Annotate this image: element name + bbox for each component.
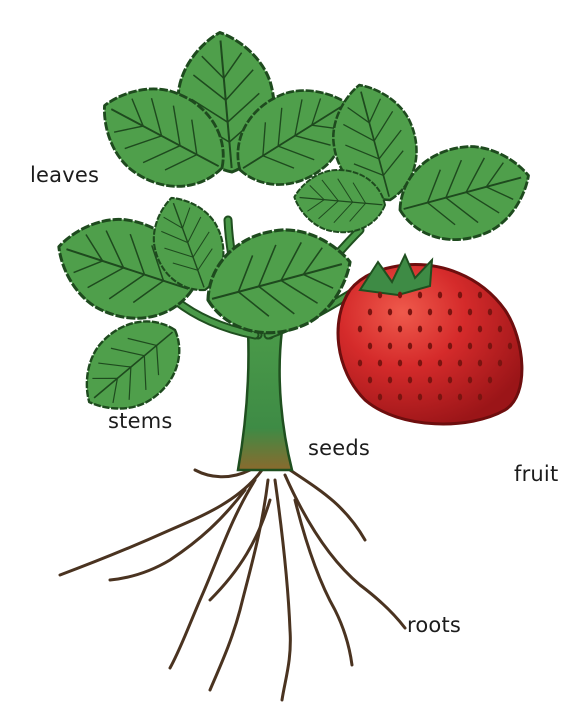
- seed-dot: [388, 343, 392, 350]
- seed-dot: [488, 377, 492, 384]
- seed-dot: [478, 394, 482, 401]
- seed-dot: [378, 326, 382, 333]
- seed-dot: [468, 309, 472, 316]
- label-fruit: fruit: [514, 462, 558, 486]
- seed-dot: [448, 309, 452, 316]
- seed-dot: [458, 326, 462, 333]
- seed-dot: [478, 360, 482, 367]
- seed-dot: [428, 377, 432, 384]
- seed-dot: [498, 326, 502, 333]
- seed-dot: [468, 343, 472, 350]
- seed-dot: [368, 343, 372, 350]
- label-leaves: leaves: [30, 163, 99, 187]
- seed-dot: [398, 326, 402, 333]
- seed-dot: [488, 309, 492, 316]
- label-stems: stems: [108, 409, 173, 433]
- seed-dot: [458, 394, 462, 401]
- seed-dot: [378, 394, 382, 401]
- seed-dot: [388, 309, 392, 316]
- seed-dot: [368, 377, 372, 384]
- seed-dot: [478, 292, 482, 299]
- seed-dot: [498, 360, 502, 367]
- seed-dot: [418, 326, 422, 333]
- seed-dot: [468, 377, 472, 384]
- seed-dot: [428, 309, 432, 316]
- label-roots: roots: [407, 613, 461, 637]
- seed-dot: [358, 360, 362, 367]
- seed-dot: [408, 377, 412, 384]
- seed-dot: [398, 394, 402, 401]
- label-seeds: seeds: [308, 436, 370, 460]
- seed-dot: [358, 326, 362, 333]
- seed-dot: [478, 326, 482, 333]
- seed-dot: [438, 360, 442, 367]
- seed-dot: [398, 292, 402, 299]
- seed-dot: [378, 360, 382, 367]
- seed-dot: [508, 343, 512, 350]
- seed-dot: [438, 326, 442, 333]
- fruit-drawing: [338, 255, 522, 424]
- seed-dot: [368, 309, 372, 316]
- seed-dot: [408, 309, 412, 316]
- seed-dot: [418, 394, 422, 401]
- seed-dot: [388, 377, 392, 384]
- roots-drawing: [60, 470, 405, 700]
- seed-dot: [458, 360, 462, 367]
- seed-dot: [438, 394, 442, 401]
- seed-dot: [488, 343, 492, 350]
- seed-dot: [398, 360, 402, 367]
- seed-dot: [408, 343, 412, 350]
- seed-dot: [448, 343, 452, 350]
- seed-dot: [448, 377, 452, 384]
- seed-dot: [458, 292, 462, 299]
- seed-dot: [418, 292, 422, 299]
- seed-dot: [428, 343, 432, 350]
- seed-dot: [418, 360, 422, 367]
- seed-dot: [438, 292, 442, 299]
- seed-dot: [378, 292, 382, 299]
